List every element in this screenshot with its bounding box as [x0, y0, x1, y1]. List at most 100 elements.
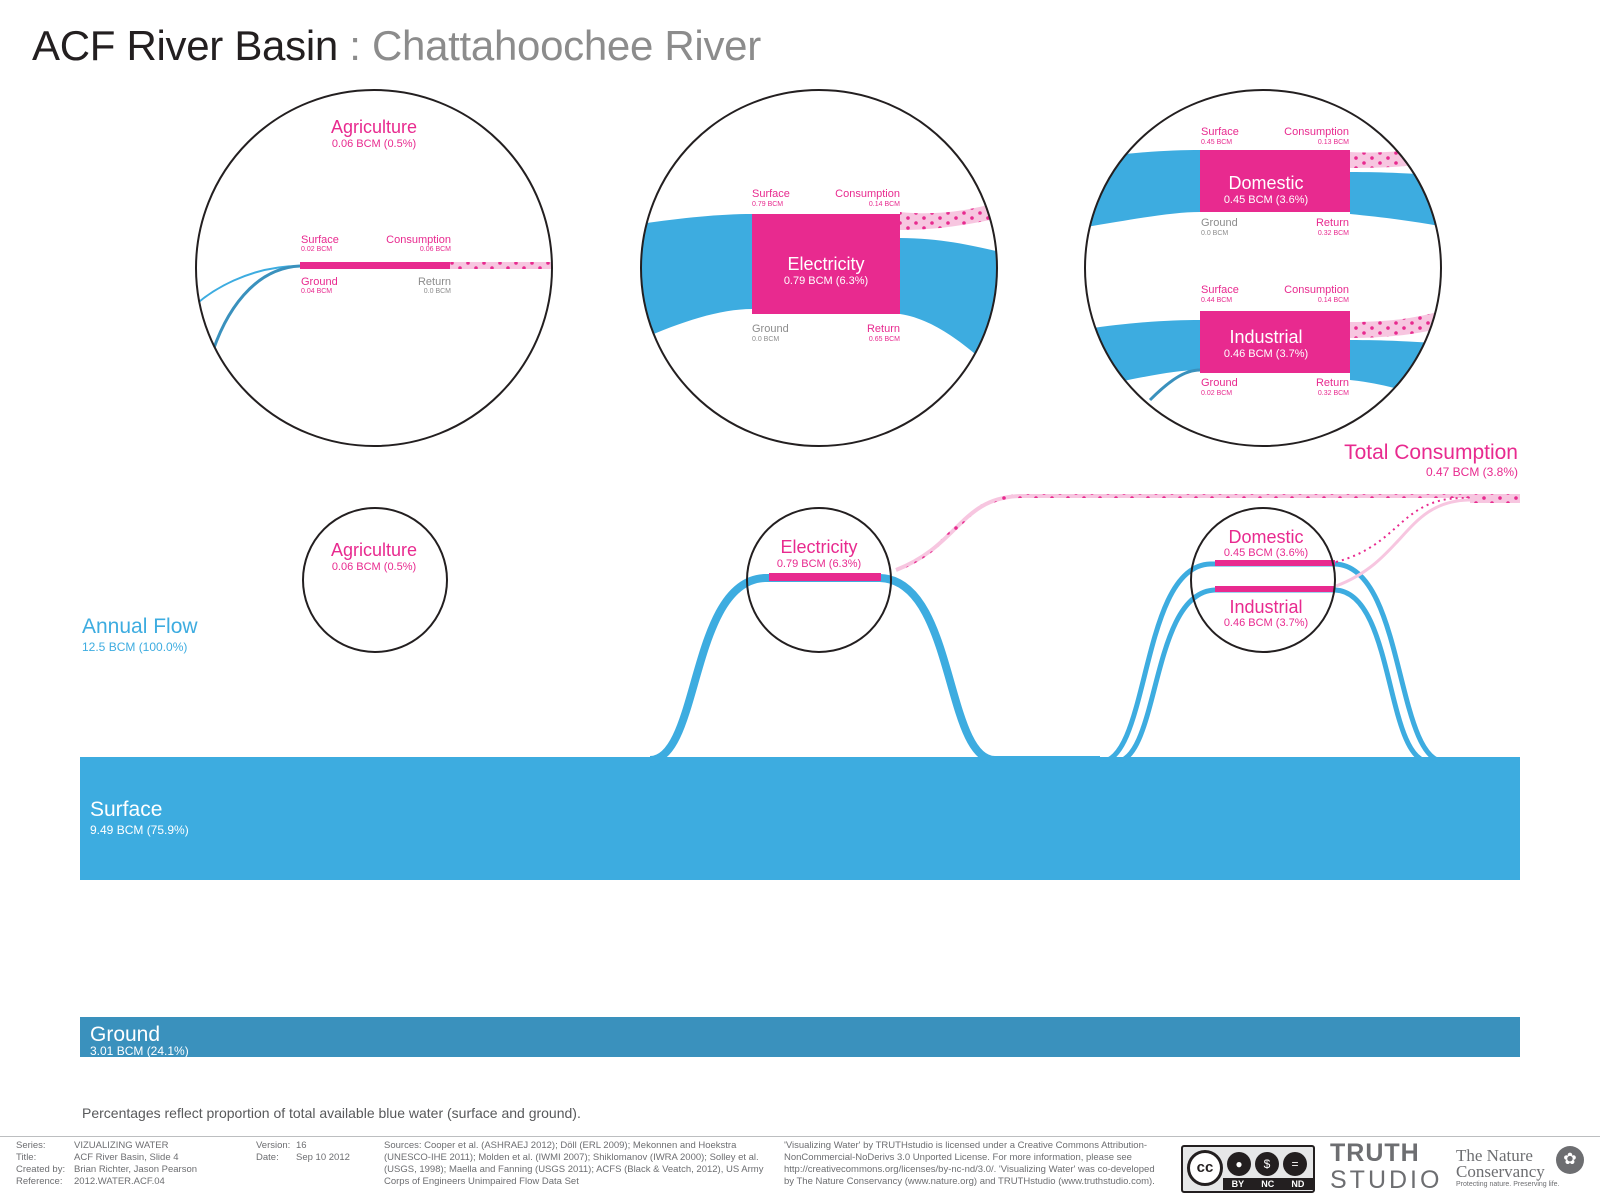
- electricity-small-label: Electricity: [780, 537, 857, 557]
- cc-tag: BY: [1231, 1179, 1245, 1189]
- agriculture-detail-circle: [195, 89, 553, 447]
- footer-version-value: 16: [296, 1140, 307, 1151]
- nature-conservancy-logo: The Nature Conservancy Protecting nature…: [1456, 1146, 1560, 1189]
- footer-license-line: 'Visualizing Water' by TRUTHstudio is li…: [784, 1140, 1148, 1151]
- electricity-consumption-value: 0.14 BCM: [869, 201, 900, 208]
- truthstudio-logo: TRUTH STUDIO: [1330, 1140, 1442, 1194]
- electricity-consumption-stream: [895, 494, 1520, 572]
- cc-tag: NC: [1261, 1179, 1275, 1189]
- cc-tags: BY NC ND: [1223, 1178, 1313, 1190]
- footer-title-value: ACF River Basin, Slide 4: [74, 1152, 179, 1163]
- ground-value: 3.01 BCM (24.1%): [90, 1044, 189, 1058]
- total-consumption-value: 0.47 BCM (3.8%): [1426, 465, 1518, 479]
- electricity-return-label: Return: [867, 323, 900, 335]
- agriculture-small-value: 0.06 BCM (0.5%): [332, 561, 416, 573]
- tnc-logo-tagline: Protecting nature. Preserving life.: [1456, 1181, 1560, 1188]
- domestic-flow-loop: [1099, 561, 1446, 765]
- footer-meta: Series:VIZUALIZING WATER Title:ACF River…: [16, 1140, 197, 1188]
- domestic-ground-label: Ground: [1201, 217, 1238, 229]
- industrial-surface-value: 0.44 BCM: [1201, 297, 1232, 304]
- title-separator: :: [337, 22, 373, 69]
- industrial-ground-label: Ground: [1201, 377, 1238, 389]
- total-consumption-bar: [1470, 495, 1520, 503]
- electricity-small-circle: [746, 507, 892, 653]
- title-sub: Chattahoochee River: [372, 22, 761, 69]
- tnc-logo-line1: The Nature: [1456, 1146, 1533, 1165]
- footer-title-label: Title:: [16, 1152, 37, 1163]
- agriculture-ground-value: 0.04 BCM: [301, 288, 332, 295]
- leaf-icon: ✿: [1556, 1146, 1584, 1174]
- domestic-detail-value: 0.45 BCM (3.6%): [1224, 194, 1308, 206]
- domestic-consumption-stream: [1335, 497, 1520, 563]
- surface-dip-left: [995, 756, 1100, 761]
- electricity-return-value: 0.65 BCM: [869, 336, 900, 343]
- industrial-small-label: Industrial: [1229, 597, 1302, 617]
- domestic-detail-label: Domestic: [1228, 173, 1303, 193]
- footer-license: 'Visualizing Water' by TRUTHstudio is li…: [784, 1140, 1174, 1188]
- footer-series-value: VIZUALIZING WATER: [74, 1140, 169, 1151]
- industrial-detail-value: 0.46 BCM (3.7%): [1224, 348, 1308, 360]
- footer-reference-value: 2012.WATER.ACF.04: [74, 1176, 165, 1187]
- footer-date-label: Date:: [256, 1152, 279, 1163]
- footer-sources: Sources: Cooper et al. (ASHRAEJ 2012); D…: [384, 1140, 779, 1188]
- electricity-detail-label: Electricity: [787, 254, 864, 274]
- footer-sources-line: Sources: Cooper et al. (ASHRAEJ 2012); D…: [384, 1140, 737, 1151]
- electricity-detail-circle: [640, 89, 998, 447]
- surface-value: 9.49 BCM (75.9%): [90, 823, 189, 837]
- industrial-consumption-label: Consumption: [1284, 284, 1349, 296]
- agriculture-small-circle: [302, 507, 448, 653]
- domestic-surface-value: 0.45 BCM: [1201, 139, 1232, 146]
- tnc-logo-line2: Conservancy: [1456, 1162, 1545, 1181]
- ground-label: Ground: [90, 1023, 160, 1046]
- truthstudio-logo-line1: TRUTH: [1330, 1139, 1420, 1167]
- footer-sources-line: Corps of Engineers Unimpaired Flow Data …: [384, 1176, 579, 1187]
- electricity-consumption-label: Consumption: [835, 188, 900, 200]
- domestic-ground-value: 0.0 BCM: [1201, 230, 1228, 237]
- footer-license-line: by The Nature Conservancy (www.nature.or…: [784, 1176, 1155, 1187]
- domestic-use-bar-small: [1215, 560, 1335, 566]
- cc-icon: cc: [1187, 1150, 1223, 1186]
- agriculture-detail-label: Agriculture: [331, 117, 417, 137]
- footer-version-label: Version:: [256, 1140, 291, 1151]
- title-main: ACF River Basin: [32, 22, 338, 69]
- footer-reference-label: Reference:: [16, 1176, 63, 1187]
- agriculture-surface-label: Surface: [301, 234, 339, 246]
- industrial-return-label: Return: [1316, 377, 1349, 389]
- cc-tag: ND: [1291, 1179, 1305, 1189]
- footer-license-line: http://creativecommons.org/licenses/by-n…: [784, 1164, 1155, 1175]
- domestic-consumption-value: 0.13 BCM: [1318, 139, 1349, 146]
- agriculture-small-label: Agriculture: [331, 540, 417, 560]
- domestic-small-value: 0.45 BCM (3.6%): [1224, 547, 1308, 559]
- agriculture-detail-value: 0.06 BCM (0.5%): [332, 138, 416, 150]
- electricity-surface-label: Surface: [752, 188, 790, 200]
- electricity-flow-loop: [649, 574, 996, 764]
- truthstudio-logo-line2: STUDIO: [1330, 1166, 1443, 1194]
- electricity-detail-content: [641, 202, 997, 375]
- annual-flow-value: 12.5 BCM (100.0%): [82, 640, 187, 654]
- domestic-surface-label: Surface: [1201, 126, 1239, 138]
- industrial-ground-value: 0.02 BCM: [1201, 390, 1232, 397]
- industrial-consumption-value: 0.14 BCM: [1318, 297, 1349, 304]
- agriculture-ground-label: Ground: [301, 276, 338, 288]
- footer-sources-line: (UNESCO-IHE 2011); Molden et al. (IWMI 2…: [384, 1152, 759, 1163]
- annual-flow-label: Annual Flow: [82, 615, 198, 638]
- footer-divider: [0, 1136, 1600, 1137]
- domestic-consumption-label: Consumption: [1284, 126, 1349, 138]
- footer-date-value: Sep 10 2012: [296, 1152, 350, 1163]
- domestic-small-label: Domestic: [1228, 527, 1303, 547]
- industrial-surface-label: Surface: [1201, 284, 1239, 296]
- total-consumption-label: Total Consumption: [1344, 441, 1518, 464]
- footer-sources-line: (USGS, 1998); Maella and Fanning (USGS 2…: [384, 1164, 764, 1175]
- footer-created-label: Created by:: [16, 1164, 66, 1175]
- industrial-use-bar-small: [1215, 586, 1335, 592]
- electricity-small-value: 0.79 BCM (6.3%): [777, 558, 861, 570]
- electricity-surface-value: 0.79 BCM: [752, 201, 783, 208]
- agriculture-return-label: Return: [418, 276, 451, 288]
- electricity-ground-label: Ground: [752, 323, 789, 335]
- equals-icon: =: [1283, 1152, 1307, 1176]
- cc-license-badge: cc ● $ = BY NC ND: [1181, 1145, 1315, 1193]
- ground-band: [80, 1017, 1520, 1057]
- surface-label: Surface: [90, 798, 162, 821]
- footer-license-line: NonCommercial-NoDerivs 3.0 Unported Lice…: [784, 1152, 1132, 1163]
